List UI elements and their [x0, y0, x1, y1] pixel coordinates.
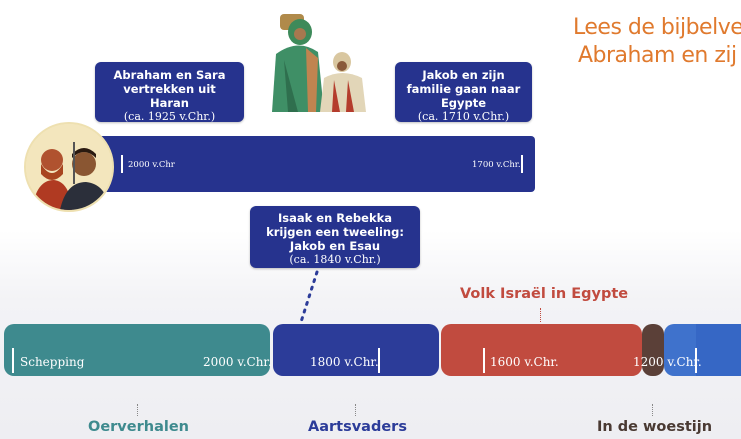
- era-connector-oerverhalen: [137, 404, 138, 416]
- era-connector-volk-israel: [540, 308, 541, 322]
- reading-heading-line-1: Lees de bijbelve: [573, 15, 741, 40]
- top-timeline-start-label: 2000 v.Chr: [128, 160, 175, 170]
- era-label-oerverhalen: Oerverhalen: [88, 419, 189, 435]
- top-timeline-end-label: 1700 v.Chr.: [472, 160, 521, 170]
- timeline-1600-label: 1600 v.Chr.: [490, 355, 559, 369]
- event-card-jakob-date: (ca. 1710 v.Chr.): [417, 110, 510, 123]
- era-connector-aartsvaders: [355, 404, 356, 416]
- event-card-isaak: Isaak en Rebekka krijgen een tweeling: J…: [250, 206, 420, 268]
- event-card-isaak-title: Isaak en Rebekka krijgen een tweeling: J…: [266, 211, 404, 253]
- timeline-schepping-label: Schepping: [20, 355, 85, 369]
- timeline-segment-woestijn: [642, 324, 664, 376]
- timeline-segment-egypte: [441, 324, 642, 376]
- timeline-1600-tick: [483, 348, 485, 373]
- era-label-woestijn: In de woestijn: [597, 419, 713, 435]
- era-label-aartsvaders: Aartsvaders: [308, 419, 407, 435]
- timeline-1200-label: 1200 v.Chr.: [633, 355, 702, 369]
- era-connector-woestijn: [652, 404, 653, 416]
- timeline-schepping-tick: [12, 348, 14, 373]
- timeline-segment-aartsvaders: [273, 324, 439, 376]
- event-card-abraham-date: (ca. 1925 v.Chr.): [123, 110, 216, 123]
- abraham-sara-figures-illustration: [258, 8, 373, 112]
- timeline-segment-kanaan-shade: [696, 324, 741, 376]
- event-card-jakob: Jakob en zijn familie gaan naar Egypte (…: [395, 62, 532, 123]
- event-card-abraham-title: Abraham en Sara vertrekken uit Haran: [113, 68, 226, 110]
- top-timeline-bar: [55, 136, 535, 192]
- timeline-1800-label: 1800 v.Chr.: [310, 355, 379, 369]
- top-timeline-end-tick: [521, 155, 523, 173]
- reading-heading-line-2: Abraham en zij: [578, 43, 737, 68]
- timeline-1800-tick: [378, 348, 380, 373]
- era-label-volk-israel: Volk Israël in Egypte: [460, 286, 629, 302]
- timeline-1200-tick: [695, 348, 697, 373]
- top-timeline-start-tick: [121, 155, 123, 173]
- event-card-isaak-date: (ca. 1840 v.Chr.): [289, 253, 381, 266]
- two-men-portrait-illustration: [24, 122, 114, 212]
- event-card-abraham: Abraham en Sara vertrekken uit Haran (ca…: [95, 62, 244, 123]
- timeline-segment-oerverhalen: [4, 324, 270, 376]
- event-card-jakob-title: Jakob en zijn familie gaan naar Egypte: [406, 68, 521, 110]
- timeline-2000-label: 2000 v.Chr.: [203, 355, 272, 369]
- isaak-connector-dots: [299, 270, 319, 324]
